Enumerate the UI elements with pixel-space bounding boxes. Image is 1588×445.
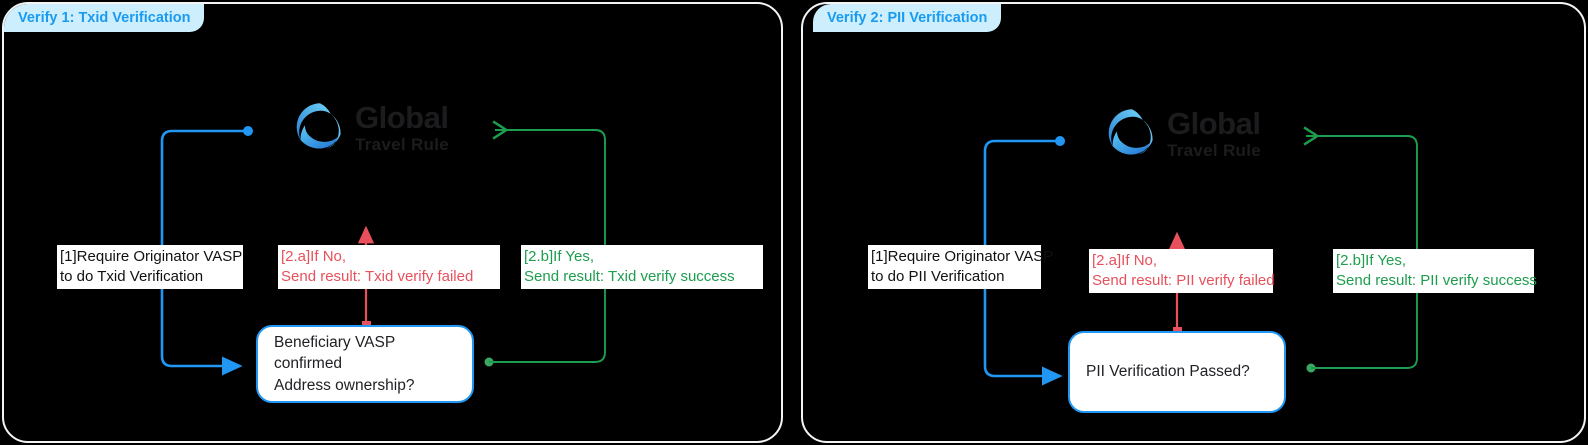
decision-box-verify-1[interactable]: Beneficiary VASP confirmed Address owner…: [256, 325, 474, 403]
edge-label-line-1: [1]Require Originator VASP: [60, 248, 243, 265]
edge-label-line-2: to do PII Verification: [871, 267, 1005, 285]
edge-label-line-2: Send result: PII verify failed: [1092, 271, 1275, 289]
edge-label-line-2: Send result: Txid verify success: [524, 267, 735, 285]
decision-box-verify-2[interactable]: PII Verification Passed?: [1068, 331, 1286, 413]
gtr-swirl-icon: [1108, 109, 1153, 155]
edge-label-yes-left: [2.b]If Yes, Send result: Txid verify su…: [521, 245, 763, 289]
edge-label-request-right: [1]Require Originator VASP to do PII Ver…: [868, 245, 1054, 289]
edge-label-line-2: to do Txid Verification: [60, 267, 204, 285]
panel-title-verify-1: Verify 1: Txid Verification: [4, 4, 205, 32]
logo-title: Global: [1167, 105, 1261, 141]
global-travel-rule-logo-left: Global Travel Rule: [293, 100, 449, 154]
panel-title-verify-2: Verify 2: PII Verification: [813, 4, 1002, 32]
decision-line-1: Beneficiary VASP confirmed: [274, 333, 395, 373]
logo-title: Global: [355, 99, 449, 135]
logo-subtitle: Travel Rule: [355, 134, 450, 154]
edge-label-line-1: [1]Require Originator VASP: [871, 248, 1054, 265]
logo-subtitle: Travel Rule: [1167, 140, 1262, 160]
edge-label-no-left: [2.a]If No, Send result: Txid verify fai…: [278, 245, 500, 289]
edge-label-request-left: [1]Require Originator VASP to do Txid Ve…: [57, 245, 243, 289]
edge-label-yes-right: [2.b]If Yes, Send result: PII verify suc…: [1333, 249, 1537, 293]
gtr-swirl-icon: [296, 103, 341, 149]
decision-line-2: Address ownership?: [274, 376, 415, 394]
edge-label-line-2: Send result: Txid verify failed: [281, 267, 474, 285]
decision-line-1: PII Verification Passed?: [1086, 363, 1250, 381]
edge-label-no-right: [2.a]If No, Send result: PII verify fail…: [1089, 249, 1275, 293]
global-travel-rule-logo-right: Global Travel Rule: [1105, 106, 1261, 160]
edge-label-line-1: [2.b]If Yes,: [524, 248, 595, 265]
edge-label-line-1: [2.a]If No,: [1092, 252, 1158, 269]
edge-label-line-1: [2.b]If Yes,: [1336, 252, 1407, 269]
edge-label-line-1: [2.a]If No,: [281, 248, 347, 265]
edge-label-line-2: Send result: PII verify success: [1336, 271, 1537, 289]
